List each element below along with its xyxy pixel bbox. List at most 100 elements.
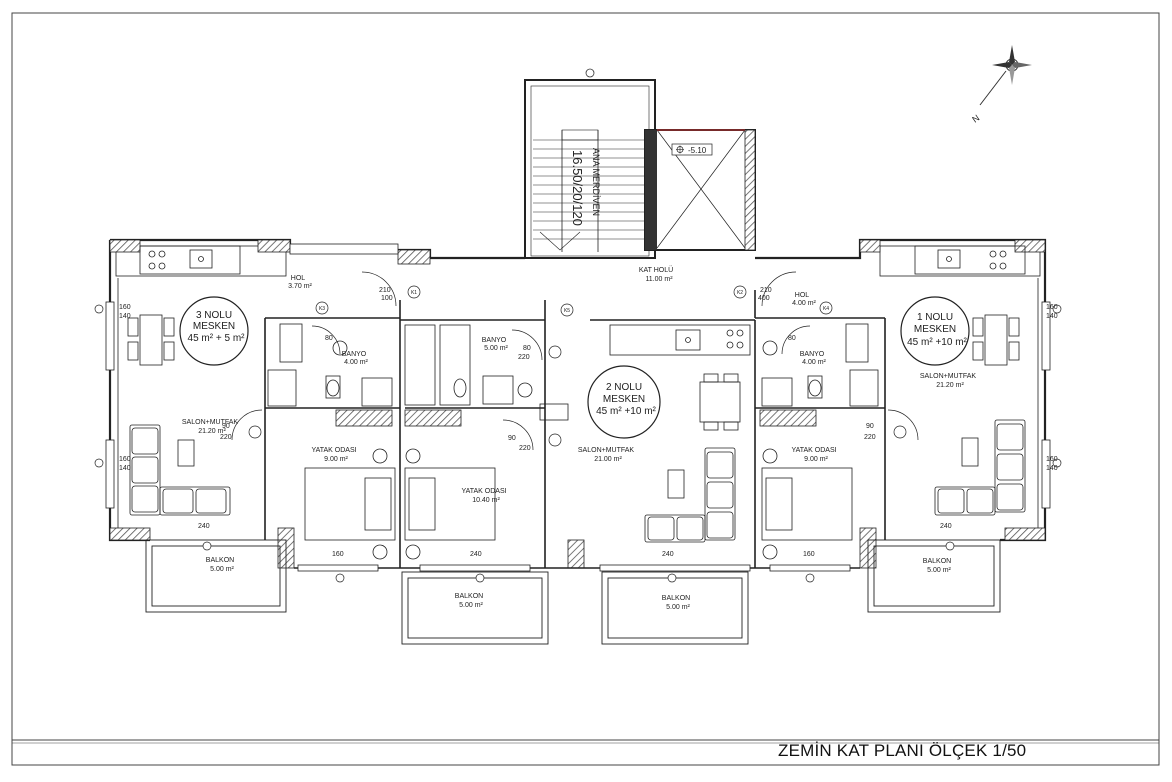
unit-left-line1: 3 NOLU [196,310,232,321]
room-banyo-left-area: 4.00 m² [344,359,368,366]
dim-240-balkon-4: 240 [940,523,952,530]
unit-left-line3: 45 m² + 5 m² [188,333,246,344]
stair-treads [533,139,648,240]
unit-left-badge-text: 3 NOLU MESKEN 45 m² + 5 m² [188,310,246,344]
room-yatak-right-area: 9.00 m² [804,456,828,463]
room-hol-left-name: HOL [291,275,306,282]
unit-mid-line1: 2 NOLU [606,382,642,393]
room-balkon-3-area: 5.00 m² [666,604,690,611]
dim-160-bed-left: 160 [332,551,344,558]
unit-mid-badge-text: 2 NOLU MESKEN 45 m² +10 m² [596,382,656,417]
dim-220-left: 220 [220,434,232,441]
dim-80-banyo-right: 80 [788,335,796,342]
room-banyo-right-area: 4.00 m² [802,359,826,366]
section-markers [94,304,1062,583]
dim-240-balkon-1: 240 [198,523,210,530]
room-hol-left-area: 3.70 m² [288,283,312,290]
room-salon-right-name: SALON+MUTFAK [920,373,977,380]
room-balkon-4-area: 5.00 m² [927,567,951,574]
room-yatak-left-area: 9.00 m² [324,456,348,463]
elevator-level: -5.10 [688,146,707,155]
sheet-border [11,12,1160,766]
unit-right-badge-text: 1 NOLU MESKEN 45 m² +10 m² [907,312,967,348]
dim-90-left: 90 [222,423,230,430]
dining-tables [127,314,1020,431]
windows [105,243,1051,572]
living-sofas [129,419,1026,543]
dim-220-right: 220 [864,434,876,441]
room-salon-mid-area: 21.00 m² [594,456,622,463]
room-kat-holu-area: 11.00 m² [645,276,673,283]
door-swings [231,271,919,451]
window-dimensions: 160 140 160 140 160 140 160 140 90 220 9… [119,287,1058,558]
room-balkon-2-area: 5.00 m² [459,602,483,609]
room-salon-left-name: SALON+MUTFAK [182,419,239,426]
north-compass-icon [979,45,1032,106]
dim-400-right: 400 [758,295,770,302]
room-balkon-3-name: BALKON [662,595,690,602]
door-tag-labels: K1 K2 K3 K4 K5 [319,290,829,314]
dim-140-right-top: 140 [1046,313,1058,320]
wall-columns [109,239,1046,569]
dim-80-banyo-mid: 80 [523,345,531,352]
interior-walls [264,290,886,569]
dim-100-left: 100 [381,295,393,302]
beds [304,448,853,560]
unit-mid-line2: MESKEN [603,394,645,405]
wardrobes [335,409,817,427]
room-yatak-right-name: YATAK ODASI [791,447,836,454]
room-hol-right-name: HOL [795,292,810,299]
unit-badges [179,296,970,439]
room-balkon-1-area: 5.00 m² [210,566,234,573]
stair-spec: 16.50/20/120 [570,150,585,226]
drawing-title: ZEMİN KAT PLANI ÖLÇEK 1/50 [778,741,1027,760]
door-tag-k5: K5 [564,308,570,314]
dim-90-mid: 90 [508,435,516,442]
dim-210-left: 210 [379,287,391,294]
dim-160-right-bottom: 160 [1046,456,1058,463]
bathroom-fixtures [267,323,879,421]
door-tag-k3: K3 [319,306,325,312]
room-salon-left-area: 21.20 m² [198,428,226,435]
dim-140-left-top: 140 [119,313,131,320]
dim-80-banyo-left: 80 [325,335,333,342]
dim-160-left-bottom: 160 [119,456,131,463]
exterior-walls [108,238,1047,542]
dim-240-balkon-2: 240 [470,551,482,558]
room-balkon-4-name: BALKON [923,558,951,565]
dim-220-mid: 220 [519,445,531,452]
unit-right-line3: 45 m² +10 m² [907,337,967,348]
dim-160-right-top: 160 [1046,304,1058,311]
stair-label: ANA MERDİVEN [591,148,601,216]
unit-right-line2: MESKEN [914,324,956,335]
dim-160-left-top: 160 [119,304,131,311]
dim-140-right-bottom: 140 [1046,465,1058,472]
dim-210-right: 210 [760,287,772,294]
door-tags [248,285,907,447]
dim-220-banyo-mid: 220 [518,354,530,361]
dim-140-left-bottom: 140 [119,465,131,472]
dim-90-right: 90 [866,423,874,430]
kitchen-counters [139,245,1026,356]
door-tag-k1: K1 [411,290,417,296]
room-banyo-mid-name: BANYO [482,337,507,344]
room-banyo-mid-area: 5.00 m² [484,345,508,352]
stair-top-marker-icon [585,68,595,78]
dim-240-balkon-3: 240 [662,551,674,558]
room-balkon-2-name: BALKON [455,593,483,600]
door-tag-k4: K4 [823,306,829,312]
room-hol-right-area: 4.00 m² [792,300,816,307]
room-yatak-left-name: YATAK ODASI [311,447,356,454]
room-balkon-1-name: BALKON [206,557,234,564]
dim-160-bed-right: 160 [803,551,815,558]
room-salon-mid-name: SALON+MUTFAK [578,447,635,454]
room-kat-holu-name: KAT HOLÜ [639,266,673,274]
unit-mid-line3: 45 m² +10 m² [596,406,656,417]
unit-left-line2: MESKEN [193,321,235,332]
room-salon-right-area: 21.20 m² [936,382,964,389]
compass-n-label: N [970,113,981,125]
room-banyo-left-name: BANYO [342,351,367,358]
room-yatak-mid-area: 10.40 m² [472,497,500,504]
stair-core [524,79,656,259]
